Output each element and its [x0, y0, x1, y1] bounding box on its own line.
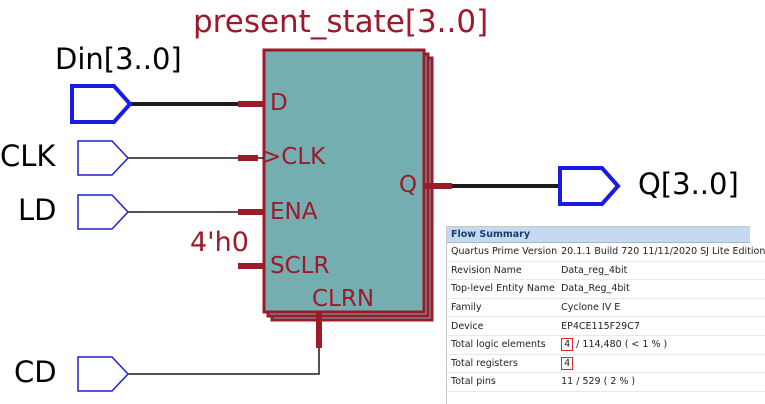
table-row: Top-level Entity Name Data_Reg_4bit — [447, 279, 765, 299]
row-label: Total registers — [447, 354, 558, 374]
clk-label: CLK — [0, 139, 56, 173]
ld-label: LD — [18, 193, 57, 227]
rtl-schematic — [70, 48, 621, 392]
q-output-pin-icon[interactable] — [558, 166, 621, 206]
sclr-constant: 4'h0 — [190, 227, 249, 258]
cd-label: CD — [14, 355, 57, 389]
cd-pin-icon[interactable] — [77, 356, 130, 392]
row-label: Top-level Entity Name — [447, 279, 558, 299]
flow-summary-table: Quartus Prime Version 20.1.1 Build 720 1… — [447, 243, 765, 392]
port-label-sclr: SCLR — [270, 253, 330, 279]
table-row: Family Cyclone IV E — [447, 298, 765, 318]
clk-pin-icon[interactable] — [77, 140, 130, 176]
register-name: present_state[3..0] — [193, 4, 489, 40]
row-label: Revision Name — [447, 261, 558, 281]
row-value: Data_Reg_4bit — [557, 279, 765, 299]
table-row: Revision Name Data_reg_4bit — [447, 261, 765, 281]
table-row: Total registers 4 — [447, 354, 765, 374]
din-label: Din[3..0] — [55, 42, 182, 76]
row-label: Total pins — [447, 372, 558, 392]
port-label-ena: ENA — [270, 199, 318, 225]
port-label-q: Q — [399, 172, 418, 198]
flow-summary-title: Flow Summary — [447, 227, 750, 243]
row-label: Family — [447, 298, 558, 318]
row-value: EP4CE115F29C7 — [557, 316, 765, 336]
ld-pin-icon[interactable] — [77, 194, 130, 230]
cd-wire — [128, 322, 320, 375]
table-row: Total logic elements 4 / 114,480 ( < 1 %… — [447, 335, 765, 355]
port-label-clrn: CLRN — [312, 286, 375, 312]
row-value-rest: / 114,480 ( < 1 % ) — [573, 339, 668, 351]
q-output-label: Q[3..0] — [638, 167, 739, 201]
row-label: Total logic elements — [447, 335, 558, 355]
register-block[interactable] — [262, 48, 426, 314]
row-label: Quartus Prime Version — [447, 243, 558, 262]
table-row: Total pins 11 / 529 ( 2 % ) — [447, 372, 765, 392]
table-row: Quartus Prime Version 20.1.1 Build 720 1… — [447, 243, 765, 262]
row-value: Cyclone IV E — [557, 298, 765, 318]
row-value: 4 / 114,480 ( < 1 % ) — [557, 335, 765, 355]
table-row: Device EP4CE115F29C7 — [447, 316, 765, 336]
flow-summary-panel: Flow Summary Quartus Prime Version 20.1.… — [446, 226, 765, 404]
row-value: 20.1.1 Build 720 11/11/2020 SJ Lite Edit… — [557, 243, 765, 262]
port-label-clk: >CLK — [262, 144, 326, 170]
row-label: Device — [447, 316, 558, 336]
port-label-d: D — [270, 90, 288, 116]
highlight-box: 4 — [561, 356, 574, 370]
row-value: 11 / 529 ( 2 % ) — [557, 372, 765, 392]
din-pin-icon[interactable] — [70, 84, 133, 124]
row-value: Data_reg_4bit — [557, 261, 765, 281]
highlight-box: 4 — [561, 338, 574, 352]
row-value: 4 — [557, 354, 765, 374]
